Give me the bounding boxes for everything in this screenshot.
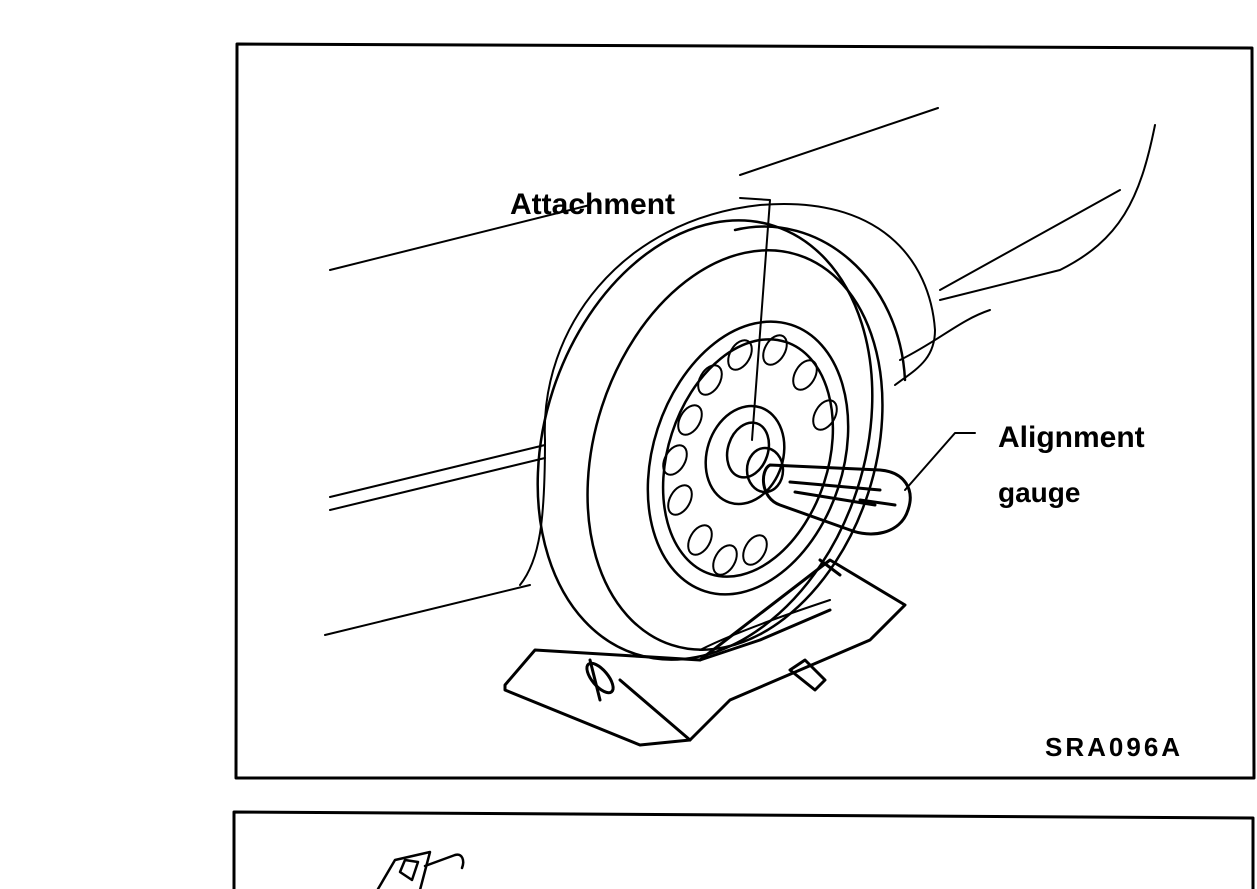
figure-frame-bottom [232,810,1255,889]
attachment-label: Attachment [510,188,675,221]
attachment-leader-line [739,197,771,441]
alignment-gauge-label-line1: Alignment [998,421,1145,454]
wheel-rim [646,320,850,596]
wheel-holes [662,334,838,576]
figure-code: SRA096A [1045,732,1183,762]
turning-radius-gauge [503,558,907,747]
alignment-gauge [761,463,912,536]
vehicle-body-lines [324,107,1156,636]
bottom-figure-part [376,850,465,889]
attachment-hub [704,404,786,506]
alignment-gauge-label-line2: gauge [998,477,1080,508]
figure-frame-top [234,42,1256,780]
alignment-gauge-leader-line [904,432,976,491]
tire [536,219,907,661]
